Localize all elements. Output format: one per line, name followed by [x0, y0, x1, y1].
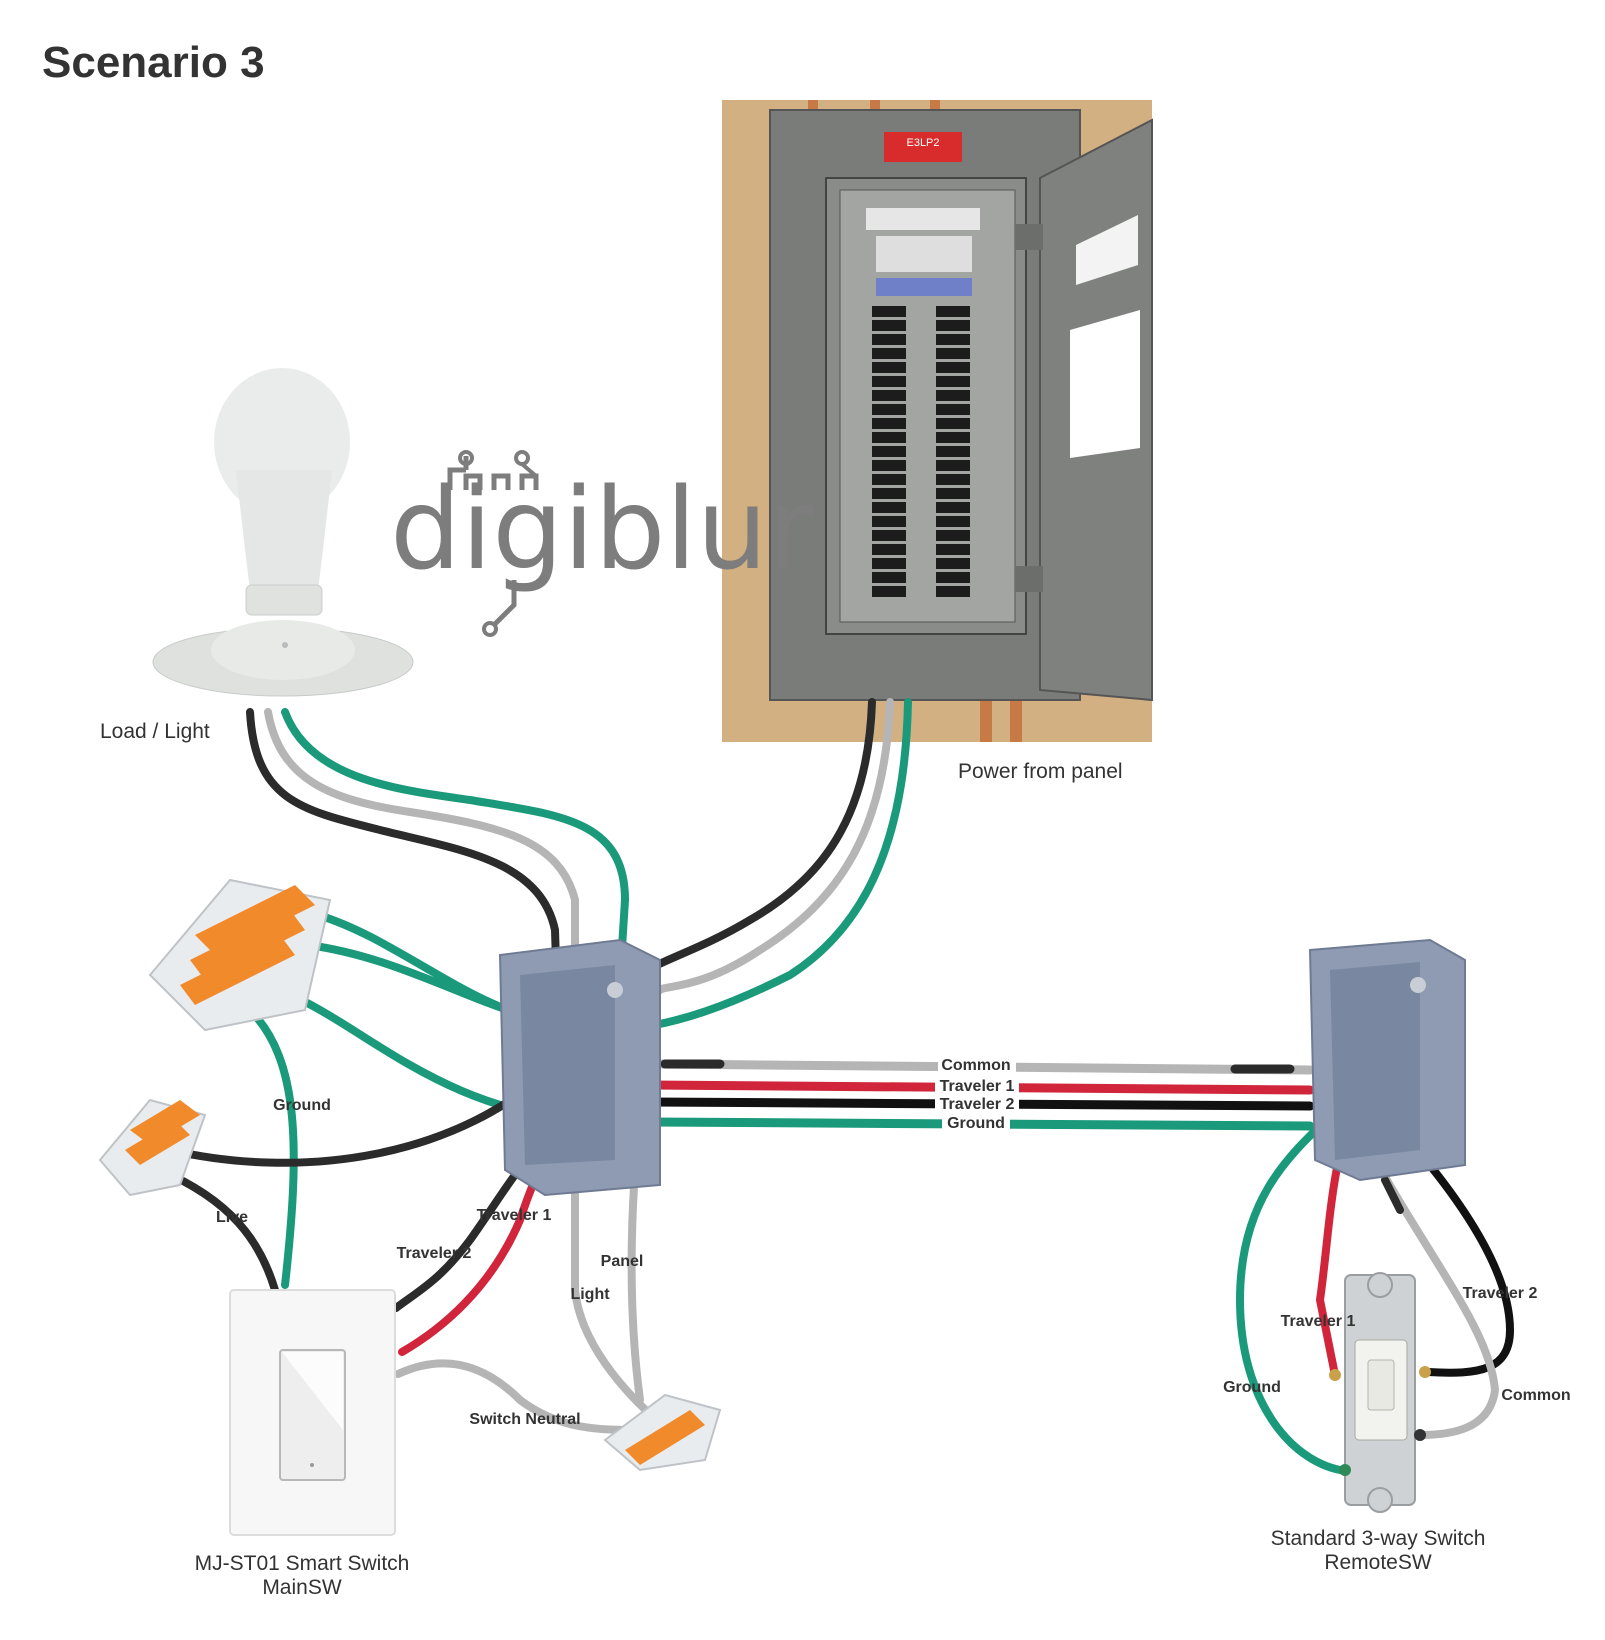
breaker — [936, 488, 970, 499]
breaker — [936, 348, 970, 359]
label-switch-neutral: Switch Neutral — [469, 1411, 580, 1428]
breaker — [872, 516, 906, 527]
breaker — [872, 446, 906, 457]
center-junction-box — [498, 938, 661, 1197]
breaker — [872, 320, 906, 331]
wire-labels: Common Traveler 1 Traveler 2 Ground Grou… — [216, 1055, 1571, 1428]
remote-junction-box — [1308, 938, 1466, 1182]
light-bulb — [152, 368, 414, 697]
breaker — [936, 404, 970, 415]
breaker — [936, 334, 970, 345]
breaker — [872, 558, 906, 569]
panel-caption: Power from panel — [958, 760, 1123, 783]
digiblur-logo: digiblur — [390, 450, 815, 637]
breaker — [936, 376, 970, 387]
label-light: Light — [570, 1286, 610, 1303]
breaker — [872, 432, 906, 443]
breaker — [872, 376, 906, 387]
main-switch-caption-line2: MainSW — [262, 1576, 342, 1599]
electrical-panel: E3LP2 — [722, 100, 1153, 742]
main-switch-caption: MJ-ST01 Smart Switch MainSW — [182, 1552, 422, 1600]
load-light-caption: Load / Light — [100, 720, 210, 743]
breaker — [936, 572, 970, 583]
label-left-traveler-2: Traveler 2 — [397, 1245, 472, 1262]
breaker — [872, 530, 906, 541]
breaker — [872, 390, 906, 401]
breaker — [936, 586, 970, 597]
panel-tag-text: E3LP2 — [906, 137, 939, 149]
main-switch-caption-line1: MJ-ST01 Smart Switch — [194, 1552, 410, 1575]
breaker — [936, 446, 970, 457]
breaker — [872, 362, 906, 373]
breaker — [872, 474, 906, 485]
breaker — [872, 404, 906, 415]
breaker — [872, 460, 906, 471]
label-right-ground: Ground — [1223, 1379, 1281, 1396]
label-panel: Panel — [601, 1253, 644, 1270]
logo-text: digiblur — [390, 465, 815, 595]
breaker — [872, 502, 906, 513]
breaker — [936, 460, 970, 471]
label-live: Live — [216, 1209, 248, 1226]
breaker — [872, 488, 906, 499]
breaker — [936, 474, 970, 485]
breaker — [872, 586, 906, 597]
wago-connector-live — [98, 1098, 207, 1197]
breaker — [936, 516, 970, 527]
breaker — [936, 432, 970, 443]
breaker — [936, 502, 970, 513]
breaker — [936, 530, 970, 541]
breaker — [872, 544, 906, 555]
remote-switch-caption-line2: RemoteSW — [1324, 1551, 1432, 1574]
wago-connector-neutral — [603, 1393, 722, 1472]
breaker — [936, 320, 970, 331]
breaker — [936, 390, 970, 401]
wires — [156, 698, 1515, 1474]
smart-switch-mj-st01 — [229, 1289, 396, 1536]
label-right-traveler-2: Traveler 2 — [1463, 1285, 1538, 1302]
label-left-traveler-1: Traveler 1 — [477, 1207, 552, 1224]
diagram-title: Scenario 3 — [42, 38, 265, 87]
breaker — [872, 348, 906, 359]
label-common: Common — [941, 1057, 1010, 1074]
label-left-ground: Ground — [273, 1097, 331, 1114]
breaker — [936, 558, 970, 569]
breaker — [936, 362, 970, 373]
breaker-column-left — [872, 306, 906, 597]
label-right-common: Common — [1501, 1387, 1570, 1404]
remote-switch-caption: Standard 3-way Switch RemoteSW — [1258, 1527, 1498, 1575]
label-ground: Ground — [947, 1115, 1005, 1132]
breaker — [872, 306, 906, 317]
breaker — [936, 544, 970, 555]
label-traveler-2: Traveler 2 — [940, 1096, 1015, 1113]
breaker — [872, 572, 906, 583]
breaker — [872, 334, 906, 345]
label-right-traveler-1: Traveler 1 — [1281, 1313, 1356, 1330]
wago-connector-5port — [148, 878, 332, 1032]
standard-3way-switch — [1329, 1272, 1431, 1513]
remote-switch-caption-line1: Standard 3-way Switch — [1270, 1527, 1486, 1550]
label-traveler-1: Traveler 1 — [940, 1078, 1015, 1095]
breaker-column-right — [936, 306, 970, 597]
breaker — [936, 306, 970, 317]
breaker — [936, 418, 970, 429]
breaker — [872, 418, 906, 429]
